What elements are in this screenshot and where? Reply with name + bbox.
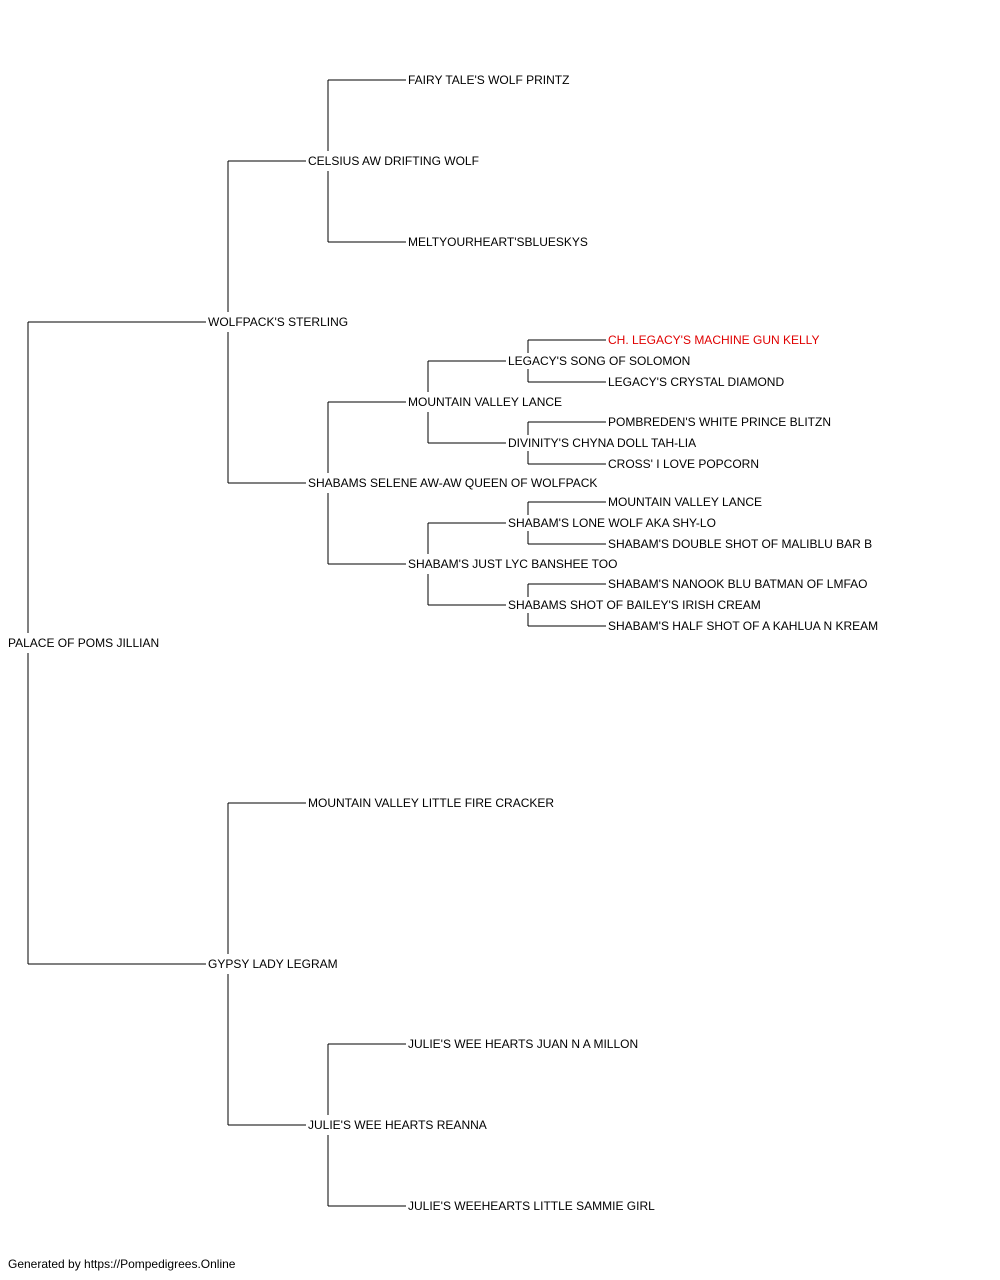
dog-name-label: CH. LEGACY'S MACHINE GUN KELLY: [608, 333, 819, 347]
dog-name-label: LEGACY'S CRYSTAL DIAMOND: [608, 375, 784, 389]
dog-name-label: SHABAM'S NANOOK BLU BATMAN OF LMFAO: [608, 577, 867, 591]
dog-name-label: MELTYOURHEART'SBLUESKYS: [408, 235, 588, 249]
dog-name-label: JULIE'S WEE HEARTS JUAN N A MILLON: [408, 1037, 638, 1051]
dog-name-label: MOUNTAIN VALLEY LANCE: [408, 395, 562, 409]
dog-name-label: DIVINITY'S CHYNA DOLL TAH-LIA: [508, 436, 696, 450]
footer-credit: Generated by https://Pompedigrees.Online: [8, 1257, 236, 1271]
dog-name-label: SHABAM'S LONE WOLF AKA SHY-LO: [508, 516, 716, 530]
dog-name-label: JULIE'S WEEHEARTS LITTLE SAMMIE GIRL: [408, 1199, 655, 1213]
dog-name-label: CELSIUS AW DRIFTING WOLF: [308, 154, 479, 168]
dog-name-label: WOLFPACK'S STERLING: [208, 315, 348, 329]
dog-name-label: SHABAM'S DOUBLE SHOT OF MALIBLU BAR B: [608, 537, 872, 551]
dog-name-label: JULIE'S WEE HEARTS REANNA: [308, 1118, 487, 1132]
dog-name-label: SHABAMS SELENE AW-AW QUEEN OF WOLFPACK: [308, 476, 597, 490]
dog-name-label: POMBREDEN'S WHITE PRINCE BLITZN: [608, 415, 831, 429]
dog-name-label: FAIRY TALE'S WOLF PRINTZ: [408, 73, 569, 87]
dog-name-label: GYPSY LADY LEGRAM: [208, 957, 338, 971]
connector-lines: [27, 79, 606, 1207]
dog-name-label: SHABAM'S JUST LYC BANSHEE TOO: [408, 557, 617, 571]
dog-name-label: PALACE OF POMS JILLIAN: [8, 636, 159, 650]
dog-name-label: SHABAMS SHOT OF BAILEY'S IRISH CREAM: [508, 598, 761, 612]
dog-name-label: CROSS' I LOVE POPCORN: [608, 457, 759, 471]
dog-name-label: LEGACY'S SONG OF SOLOMON: [508, 354, 690, 368]
dog-labels: PALACE OF POMS JILLIAN WOLFPACK'S STERLIN…: [8, 73, 878, 1213]
dog-name-label: SHABAM'S HALF SHOT OF A KAHLUA N KREAM: [608, 619, 878, 633]
dog-name-label: MOUNTAIN VALLEY LANCE: [608, 495, 762, 509]
dog-name-label: MOUNTAIN VALLEY LITTLE FIRE CRACKER: [308, 796, 554, 810]
